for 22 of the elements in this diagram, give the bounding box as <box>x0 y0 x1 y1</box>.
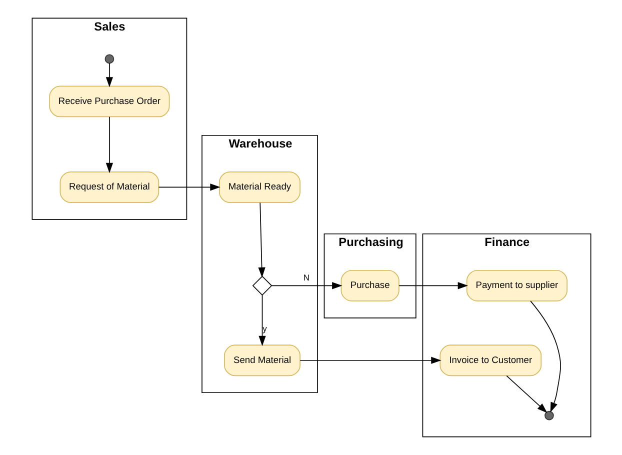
arrow <box>530 300 560 413</box>
arrow <box>506 375 547 413</box>
node-diamond <box>252 276 272 296</box>
node-box: Request of Material <box>59 171 159 203</box>
arrow <box>270 282 342 290</box>
node-circle <box>104 54 114 64</box>
arrow <box>105 62 113 88</box>
edge-label: N <box>302 272 309 283</box>
node-box: Material Ready <box>218 171 300 203</box>
arrow <box>158 184 220 191</box>
arrow <box>398 282 468 290</box>
node-box: Purchase <box>340 270 399 302</box>
edge-label: y <box>262 324 266 334</box>
node-circle <box>544 410 554 420</box>
node-box: Invoice to Customer <box>439 344 542 376</box>
arrow <box>299 356 441 364</box>
node-box: Receive Purchase Order <box>48 86 170 118</box>
arrow <box>105 116 113 174</box>
arrow <box>258 202 265 278</box>
node-box: Send Material <box>224 344 300 376</box>
arrow <box>258 294 266 346</box>
node-box: Payment to supplier <box>466 270 567 302</box>
